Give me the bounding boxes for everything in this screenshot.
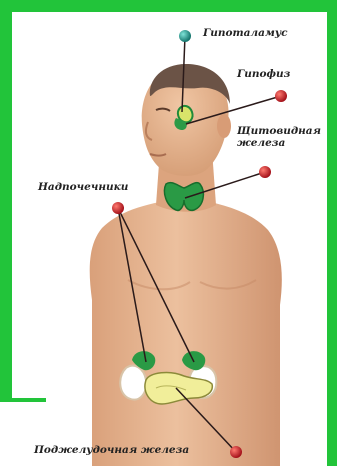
adrenals-label: Надпочечники (38, 181, 128, 193)
pancreas-label: Поджелудочная железа (34, 444, 189, 456)
thyroid-marker (259, 166, 271, 178)
pancreas-marker (230, 446, 242, 458)
hypothalamus-label: Гипоталамус (203, 27, 288, 39)
hypothalamus-marker (179, 30, 191, 42)
ear (217, 114, 231, 138)
pituitary-label: Гипофиз (237, 68, 290, 80)
left-kidney (120, 366, 146, 400)
torso (90, 200, 282, 466)
thyroid-label: Щитовидная железа (237, 125, 321, 149)
pituitary-marker (275, 90, 287, 102)
adrenals-marker (112, 202, 124, 214)
